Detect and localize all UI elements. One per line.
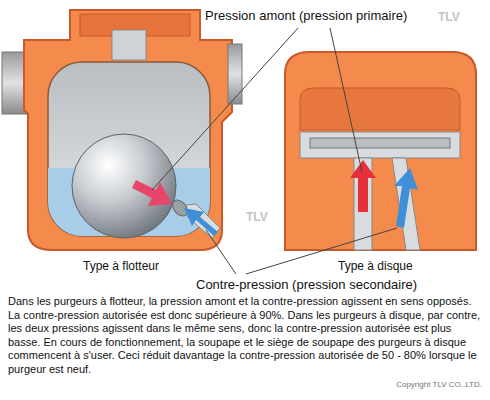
leader-line [330, 28, 362, 172]
pressure-arrow [350, 160, 376, 212]
caption-text: Dans les purgeurs à flotteur, la pressio… [8, 295, 484, 376]
leader-lines [152, 28, 397, 274]
disc [310, 138, 450, 148]
leader-line [152, 28, 298, 190]
trap-body [24, 10, 232, 250]
float-ball [72, 134, 176, 238]
copyright-note: Copyright TLV CO.,LTD. [396, 380, 482, 389]
leader-line [206, 230, 236, 274]
air-vent [112, 30, 146, 60]
disc-chamber [300, 132, 460, 158]
watermark: TLV [246, 210, 268, 224]
outlet-channel [392, 158, 420, 250]
watermark: TLV [438, 10, 460, 24]
callout-label: Pression amont (pression primaire) [205, 8, 407, 23]
disc-trap [285, 52, 476, 250]
valve-seat [170, 197, 191, 219]
callout-label: Contre-pression (pression secondaire) [196, 277, 417, 292]
back-pressure-arrow [184, 208, 218, 236]
figure-label: Type à flotteur [83, 259, 159, 273]
pressure-arrow [132, 180, 172, 206]
trap-body [285, 52, 476, 250]
back-pressure-arrow [394, 168, 418, 228]
figure-label: Type à disque [338, 259, 413, 273]
cap [300, 88, 460, 130]
outlet-pipe [228, 44, 242, 104]
